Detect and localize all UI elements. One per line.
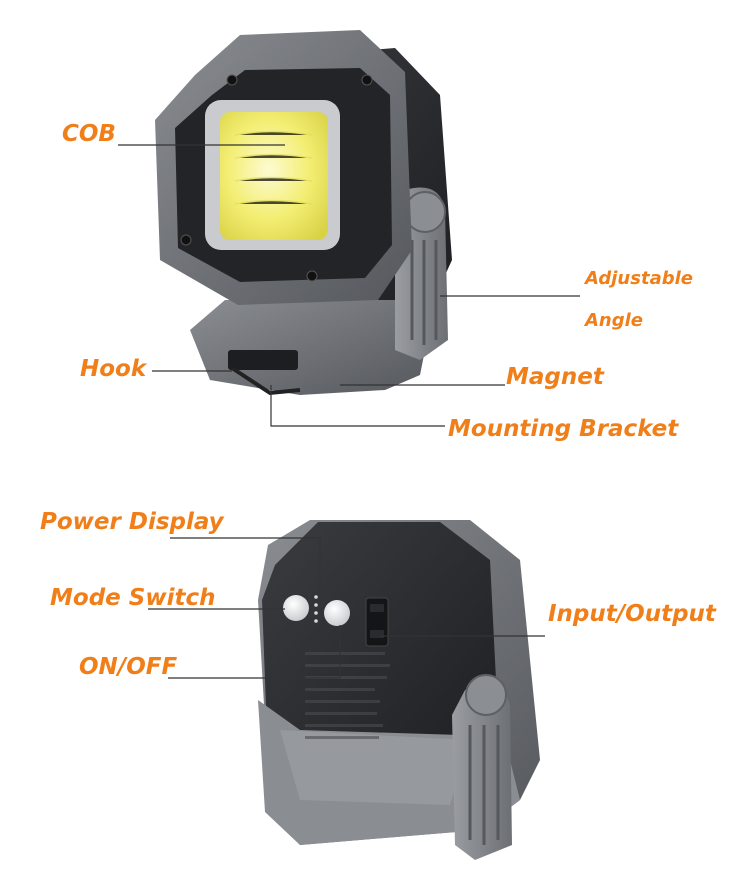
- power-display-leds: [314, 595, 318, 623]
- top-cob-panel: [220, 112, 328, 240]
- hook-label: Hook: [80, 356, 147, 382]
- cob-label: COB: [62, 121, 116, 147]
- mounting-bracket-leader-line: [270, 385, 445, 427]
- bottom-spec-print: [305, 652, 390, 739]
- bottom-hinge-knob: [465, 674, 507, 716]
- top-cob-rows: [234, 130, 313, 205]
- top-work-light: [155, 30, 452, 396]
- adjustable-label: Adjustable: [585, 268, 693, 289]
- input-output-label: Input/Output: [548, 601, 716, 627]
- top-callout-lines: [118, 144, 580, 427]
- mounting-bracket-label: Mounting Bracket: [448, 416, 679, 442]
- top-hook-wire: [230, 366, 301, 396]
- bottom-back-panel: [262, 522, 500, 800]
- power-display-leader-line: [170, 537, 321, 598]
- angle-label: Angle: [585, 310, 644, 331]
- magnet-label: Magnet: [506, 364, 604, 390]
- bottom-work-light: [258, 520, 540, 860]
- on-off-button-graphic: [324, 600, 350, 626]
- top-hook-slot: [228, 350, 298, 370]
- power-display-label: Power Display: [40, 509, 224, 535]
- on-off-leader-line: [168, 625, 341, 679]
- bottom-callout-lines: [148, 537, 545, 679]
- mode-switch-button-graphic: [283, 595, 309, 621]
- mode-switch-label: Mode Switch: [50, 585, 216, 611]
- top-mounting-bracket: [190, 300, 430, 395]
- on-off-label: ON/OFF: [79, 654, 178, 680]
